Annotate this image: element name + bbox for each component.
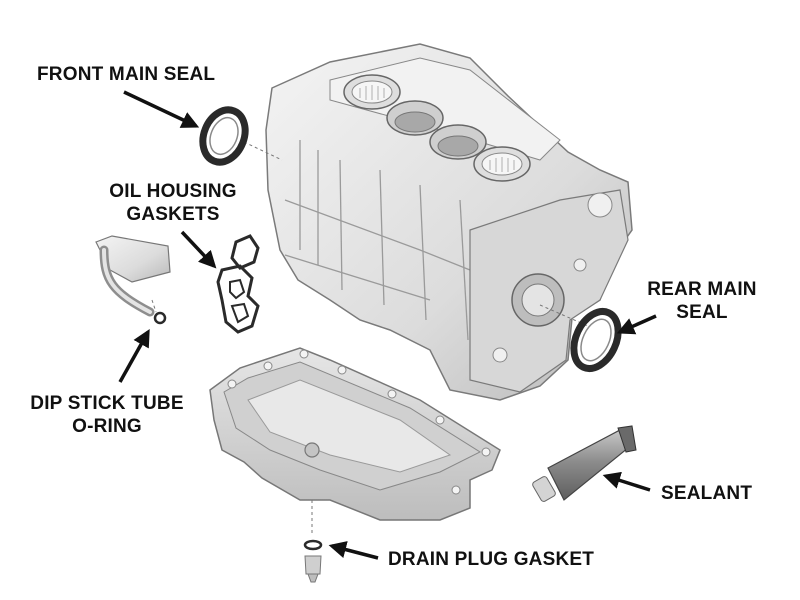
label-drain-plug-gasket: DRAIN PLUG GASKET (388, 549, 595, 570)
label-sealant: SEALANT (661, 483, 753, 504)
label-dip-stick-tube-oring: DIP STICK TUBE O-RING (22, 392, 192, 438)
oil-pan (209, 347, 501, 521)
arrow-dip-stick-oring (118, 328, 150, 383)
label-rear-main-line-2: SEAL (676, 302, 728, 323)
oil-housing-gaskets (216, 234, 260, 334)
label-oil-housing-line-2: GASKETS (126, 204, 220, 225)
drain-plug (303, 539, 323, 583)
arrow-rear-main-seal (616, 314, 657, 335)
dip-stick-tube (95, 235, 171, 325)
arrow-front-main-seal (123, 90, 200, 128)
engine-block (265, 43, 633, 401)
label-dip-stick-line-1: DIP STICK TUBE (30, 393, 184, 414)
rear-main-seal-ring (570, 308, 622, 372)
arrow-drain-plug-gasket (328, 541, 379, 560)
label-rear-main-line-1: REAR MAIN (647, 279, 757, 300)
label-rear-main-seal: REAR MAIN SEAL (642, 278, 762, 324)
arrow-sealant (602, 471, 651, 492)
callout-arrows (118, 90, 657, 560)
sealant-tube (532, 425, 637, 502)
label-oil-housing-gaskets: OIL HOUSING GASKETS (98, 180, 248, 226)
arrow-oil-housing-gaskets (180, 230, 217, 269)
label-oil-housing-line-1: OIL HOUSING (109, 181, 237, 202)
front-main-seal-ring (199, 106, 249, 166)
label-dip-stick-line-2: O-RING (72, 416, 142, 437)
label-front-main-seal: FRONT MAIN SEAL (37, 64, 216, 85)
